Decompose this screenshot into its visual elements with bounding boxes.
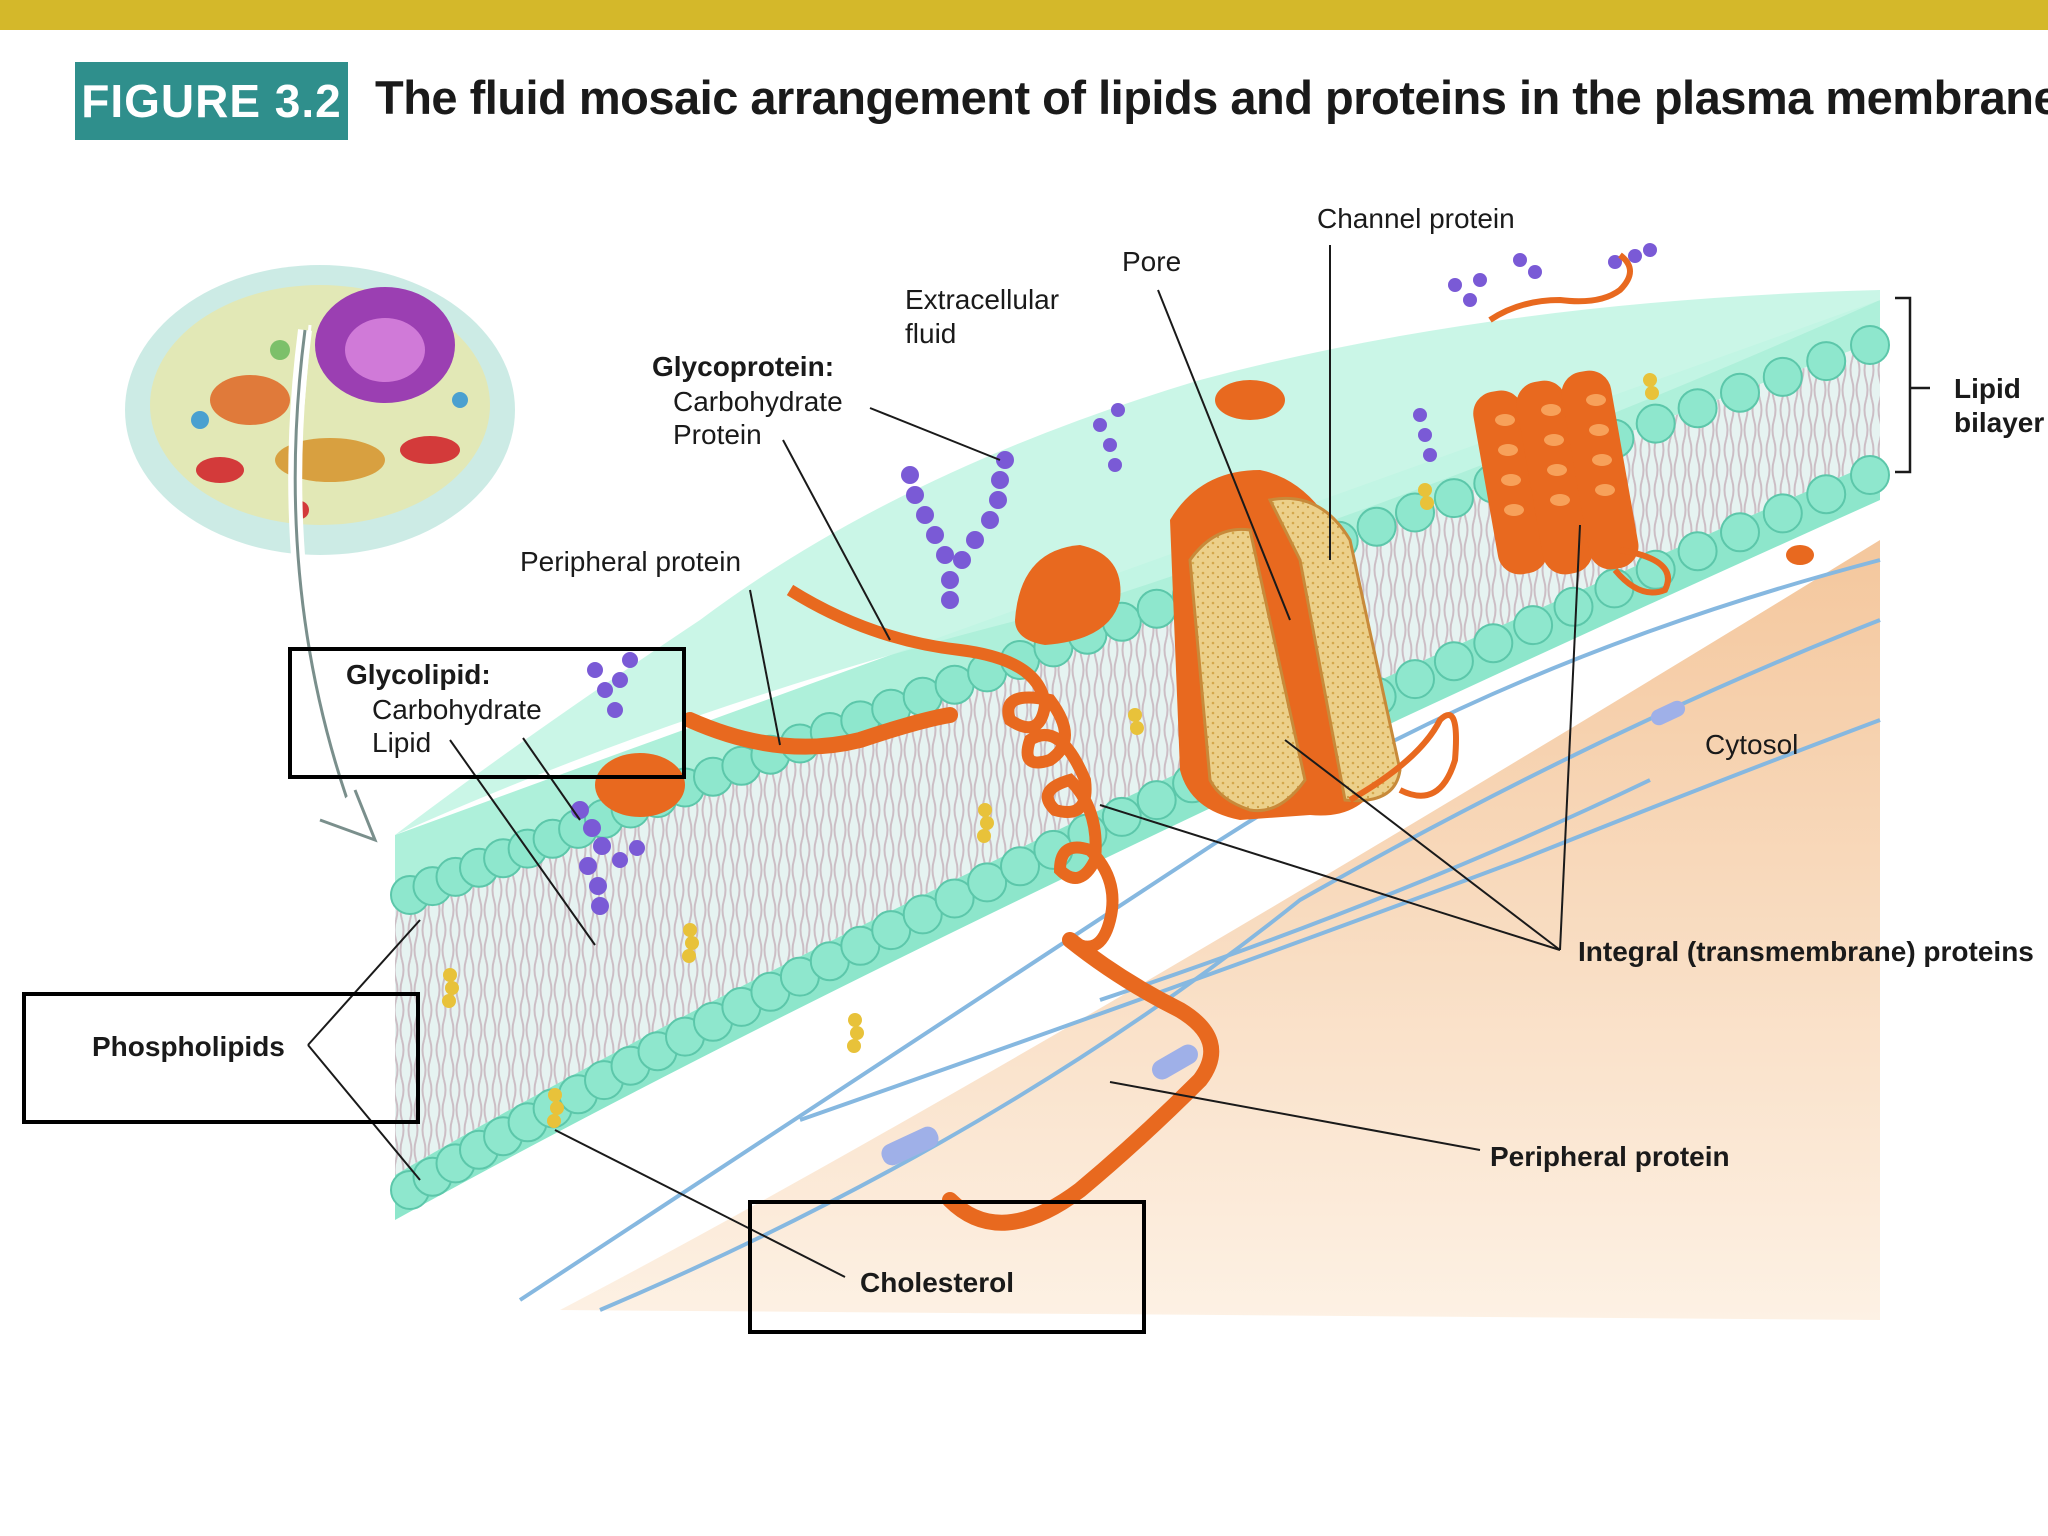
phospholipid-head bbox=[1762, 356, 1803, 397]
label-lipid-bilayer-1: Lipid bbox=[1954, 373, 2021, 404]
phospholipid-head bbox=[1677, 388, 1718, 429]
accent-bar-left bbox=[0, 0, 62, 30]
cell-illustration bbox=[125, 265, 515, 555]
phospholipid-head bbox=[1433, 478, 1474, 519]
label-extracellular-fluid-1: Extracellular bbox=[905, 284, 1060, 315]
label-lipid-bilayer-2: bilayer bbox=[1954, 407, 2045, 438]
phospholipid-head bbox=[1720, 512, 1760, 553]
label-glycolipid-carbohydrate: Carbohydrate bbox=[372, 694, 542, 725]
label-phospholipids: Phospholipids bbox=[92, 1031, 285, 1062]
label-glycolipid-title: Glycolipid: bbox=[346, 659, 491, 690]
phospholipid-head bbox=[1356, 506, 1397, 547]
accent-bar bbox=[62, 0, 2048, 30]
phospholipid-head bbox=[1553, 586, 1594, 627]
label-cytosol: Cytosol bbox=[1705, 729, 1799, 760]
phospholipid-head bbox=[1806, 474, 1847, 515]
peripheral-proteins bbox=[595, 380, 1814, 817]
label-cholesterol: Cholesterol bbox=[860, 1267, 1015, 1298]
label-glycoprotein-carbohydrate: Carbohydrate bbox=[673, 386, 843, 417]
cholesterol-callout-box bbox=[748, 1200, 1146, 1334]
glycoprotein-carbohydrates bbox=[901, 243, 1657, 609]
phospholipid-head bbox=[1136, 780, 1177, 821]
cytosol-region bbox=[560, 540, 1880, 1320]
glycolipid-callout-box bbox=[288, 647, 686, 779]
label-glycoprotein-protein: Protein bbox=[673, 419, 762, 450]
glycolipid-carbohydrate bbox=[571, 652, 645, 915]
phospholipid-head bbox=[1000, 846, 1040, 887]
label-glycoprotein-title: Glycoprotein: bbox=[652, 351, 835, 382]
phospholipid-head bbox=[1395, 659, 1435, 700]
cholesterol-molecules bbox=[442, 373, 1659, 1128]
phospholipid-head bbox=[1806, 341, 1847, 382]
label-peripheral-protein-bottom: Peripheral protein bbox=[1490, 1141, 1730, 1172]
phospholipids-callout-box bbox=[22, 992, 420, 1124]
label-peripheral-protein-top: Peripheral protein bbox=[520, 546, 742, 577]
phospholipid-head bbox=[1850, 325, 1890, 365]
phospholipid-head bbox=[902, 894, 943, 935]
phospholipid-head bbox=[1677, 531, 1718, 572]
phospholipid-head bbox=[967, 862, 1008, 903]
phospholipid-head bbox=[1850, 455, 1890, 495]
helical-protein bbox=[1473, 252, 1671, 596]
phospholipid-head bbox=[1513, 605, 1554, 646]
figure-badge: FIGURE 3.2 bbox=[75, 62, 348, 140]
label-pore: Pore bbox=[1122, 246, 1182, 277]
label-glycolipid-lipid: Lipid bbox=[372, 727, 432, 758]
phospholipid-head bbox=[1762, 493, 1803, 534]
leader-lines bbox=[307, 245, 1581, 1278]
phospholipid-head bbox=[1720, 372, 1760, 413]
label-integral-proteins: Integral (transmembrane) proteins bbox=[1578, 936, 2034, 967]
label-extracellular-fluid-2: fluid bbox=[905, 318, 957, 349]
peripheral-protein-strand bbox=[682, 707, 958, 755]
phospholipid-head bbox=[1473, 623, 1514, 664]
label-channel-protein: Channel protein bbox=[1317, 203, 1515, 234]
channel-protein bbox=[1170, 470, 1459, 820]
transmembrane-helix bbox=[786, 584, 1119, 953]
figure-title: The fluid mosaic arrangement of lipids a… bbox=[375, 71, 2048, 124]
phospholipid-head bbox=[934, 878, 975, 919]
phospholipid-head bbox=[1136, 588, 1177, 629]
phospholipid-head bbox=[1594, 568, 1635, 609]
bilayer-bracket bbox=[1895, 296, 1930, 474]
phospholipid-head bbox=[1635, 403, 1676, 444]
phospholipid-head bbox=[871, 910, 912, 951]
phospholipid-head bbox=[1433, 641, 1474, 682]
